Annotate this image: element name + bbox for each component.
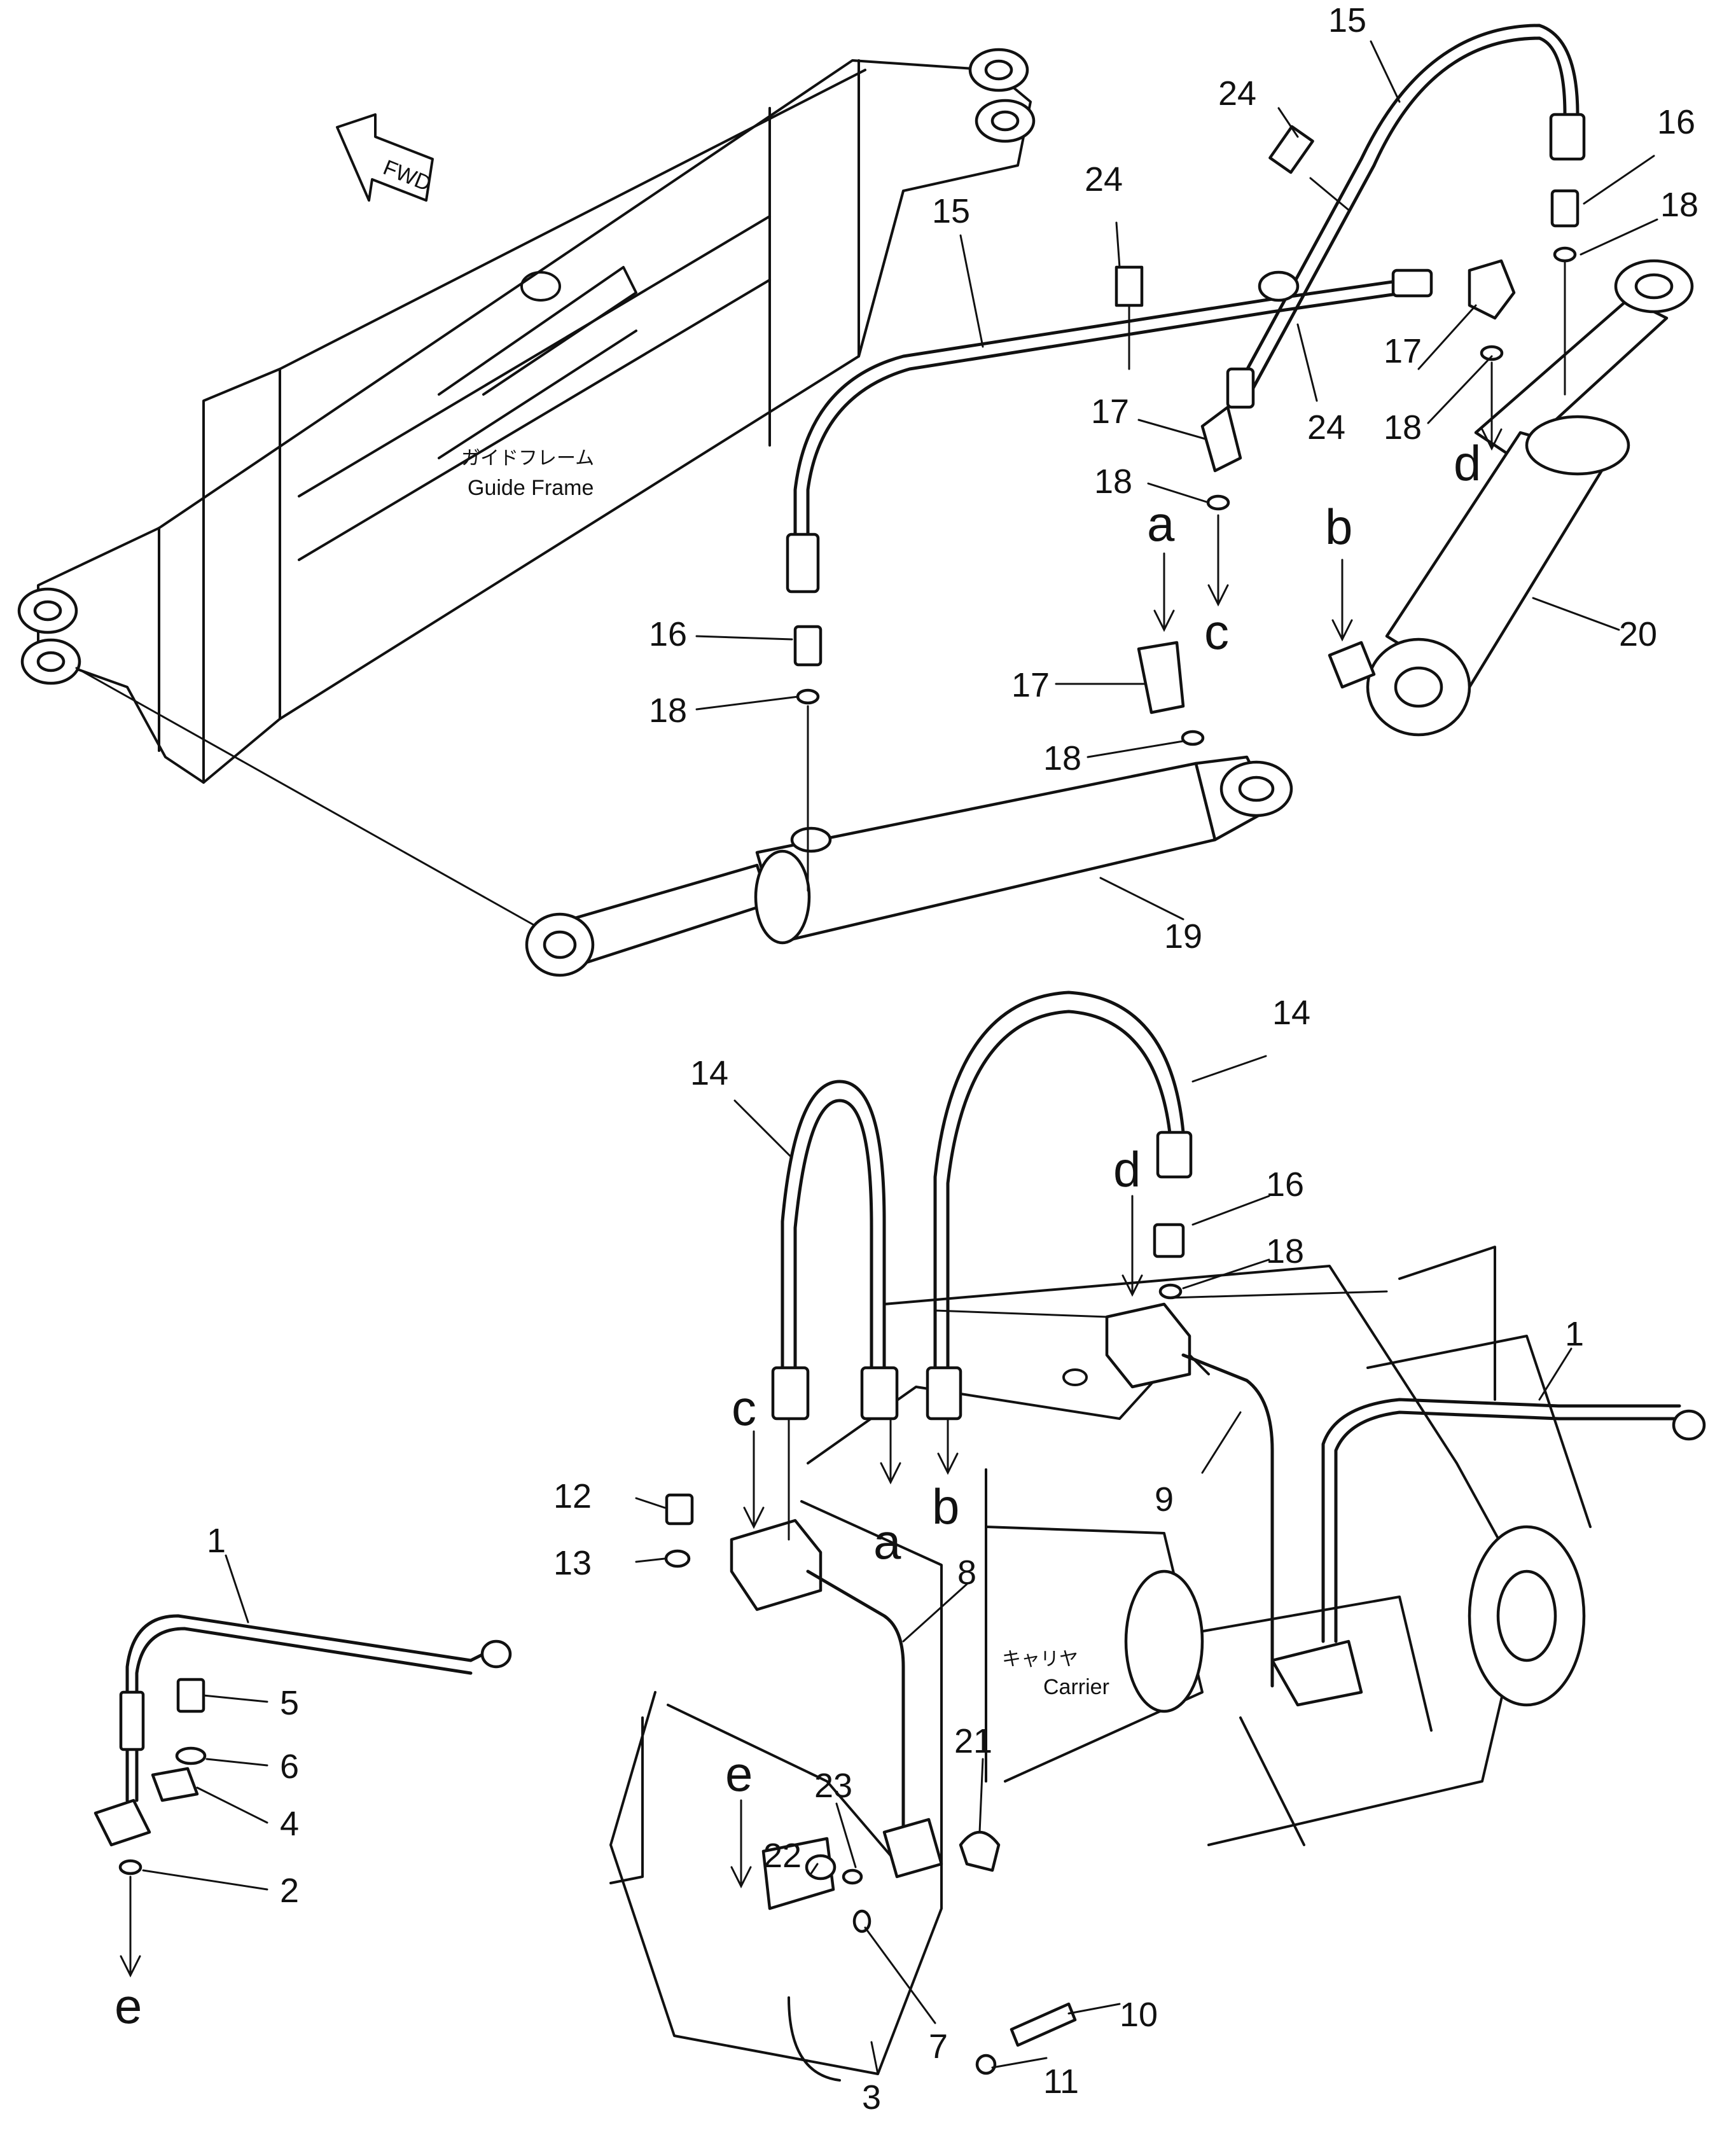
callout-16-upper-right: 16	[1657, 103, 1695, 141]
cylinder-19	[525, 755, 1293, 977]
upper-fittings	[793, 189, 1580, 746]
callout-21: 21	[954, 1722, 992, 1760]
callout-18-lower: 18	[1043, 739, 1081, 777]
callout-8: 8	[957, 1554, 976, 1592]
fwd-label: FWD	[380, 155, 434, 196]
callout-18-upper-right: 18	[1660, 186, 1698, 224]
callout-15-upper-right: 15	[1328, 1, 1366, 39]
letter-e-left: e	[115, 1978, 142, 2034]
callout-5: 5	[280, 1684, 299, 1722]
hose-14-assemblies	[771, 991, 1193, 1421]
callout-24-upper-center: 24	[1085, 160, 1123, 198]
letter-a-upper: a	[1147, 496, 1175, 552]
lower-small-parts	[664, 1223, 1185, 2075]
leader-lines	[142, 40, 1658, 2075]
callout-17-center: 17	[1091, 393, 1129, 431]
letter-d-upper: d	[1454, 435, 1481, 491]
cylinder-20	[1328, 259, 1694, 737]
carrier-label-en: Carrier	[1043, 1675, 1109, 1699]
guide-frame-label-jp: ガイドフレーム	[461, 448, 594, 469]
fwd-direction-arrow: FWD	[336, 113, 434, 202]
callout-6: 6	[280, 1748, 299, 1786]
letter-e-carrier: e	[725, 1746, 753, 1802]
callout-13: 13	[553, 1544, 592, 1582]
callout-16-left: 16	[649, 615, 687, 653]
callout-numbers: 15 24 16 18 15 24 17 24 18 17 18 20 16 1…	[207, 1, 1698, 2117]
callout-24-center: 24	[1307, 408, 1345, 447]
letter-b-lower: b	[932, 1478, 959, 1534]
callout-3: 3	[862, 2078, 881, 2117]
callout-12: 12	[553, 1477, 592, 1515]
callout-14-right: 14	[1272, 994, 1310, 1032]
guide-frame-drawing	[17, 48, 1036, 930]
callout-24-upper-right: 24	[1218, 74, 1256, 113]
callout-11: 11	[1043, 2062, 1079, 2101]
callout-1-carrier: 1	[1565, 1315, 1584, 1353]
guide-frame-label-en: Guide Frame	[468, 476, 594, 500]
callout-14-left: 14	[690, 1054, 728, 1092]
hose-15-assemblies	[786, 24, 1586, 594]
connection-arrows	[120, 361, 1503, 1978]
letter-d-lower: d	[1113, 1141, 1141, 1197]
callout-18-carrier: 18	[1266, 1232, 1304, 1270]
letter-a-lower: a	[873, 1513, 901, 1569]
letter-b-upper: b	[1325, 499, 1352, 555]
callout-2: 2	[280, 1872, 299, 1910]
callout-17-right: 17	[1384, 332, 1422, 370]
callout-19-cylinder: 19	[1164, 917, 1202, 956]
callout-17-lower: 17	[1011, 666, 1050, 704]
callout-20-cylinder: 20	[1619, 615, 1657, 653]
letter-c-upper: c	[1204, 604, 1229, 660]
left-detail-hose-1	[94, 1614, 512, 1875]
callout-18-right: 18	[1384, 408, 1422, 447]
callout-23: 23	[814, 1767, 852, 1805]
callout-16-carrier: 16	[1266, 1165, 1304, 1204]
callout-9: 9	[1155, 1480, 1174, 1519]
callout-7: 7	[929, 2027, 948, 2066]
callout-15-upper-center: 15	[932, 192, 970, 230]
connection-letters: a c b d d c b a e e	[115, 435, 1481, 2034]
callout-18-left: 18	[649, 692, 687, 730]
carrier-drawing	[609, 1246, 1592, 2082]
callout-22: 22	[763, 1837, 802, 1875]
clamp-24-parts	[1115, 125, 1350, 370]
callout-1-left-detail: 1	[207, 1522, 226, 1560]
letter-c-lower: c	[732, 1380, 756, 1436]
callout-10: 10	[1120, 1996, 1158, 2034]
callout-18-center: 18	[1094, 462, 1132, 501]
carrier-label-jp: キャリヤ	[1002, 1649, 1078, 1670]
callout-4: 4	[280, 1805, 299, 1843]
